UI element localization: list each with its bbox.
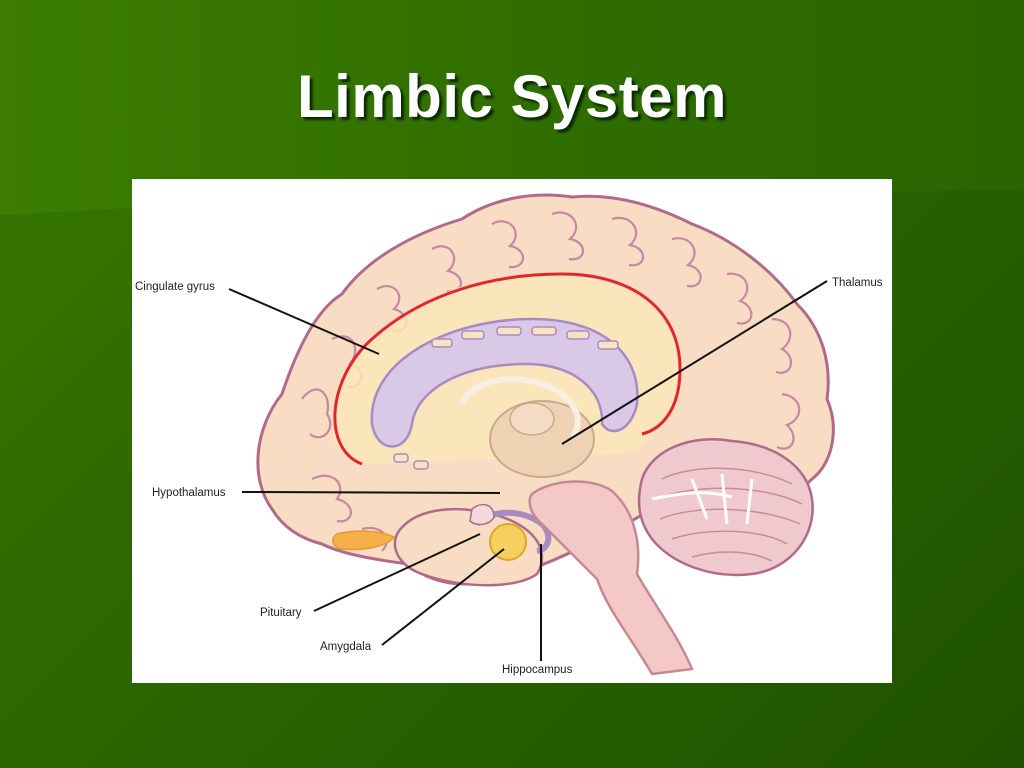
amygdala bbox=[489, 523, 527, 561]
label-hypothalamus: Hypothalamus bbox=[152, 487, 226, 499]
olfactory-bulb bbox=[332, 530, 396, 551]
slide-title: Limbic System bbox=[297, 63, 727, 130]
brain-illustration: Cingulate gyrus Thalamus Hypothalamus Pi… bbox=[135, 193, 883, 676]
pituitary bbox=[469, 503, 495, 526]
fornix bbox=[459, 376, 581, 439]
callosum-segments bbox=[393, 326, 619, 470]
brainstem bbox=[528, 480, 694, 676]
label-thalamus: Thalamus bbox=[832, 277, 883, 289]
label-hippocampus: Hippocampus bbox=[502, 664, 573, 676]
limbic-system-diagram: Cingulate gyrus Thalamus Hypothalamus Pi… bbox=[132, 179, 892, 683]
cingulate-region bbox=[332, 273, 680, 464]
corpus-callosum bbox=[370, 317, 639, 448]
thalamus-core bbox=[509, 402, 555, 436]
cingulate-gyrus-outline bbox=[333, 272, 682, 466]
gyri-pattern bbox=[301, 211, 801, 552]
label-pituitary: Pituitary bbox=[260, 607, 302, 619]
label-amygdala: Amygdala bbox=[320, 641, 372, 653]
leader-lines bbox=[228, 280, 828, 661]
cerebellum bbox=[637, 438, 814, 577]
label-cingulate-gyrus: Cingulate gyrus bbox=[135, 281, 215, 293]
